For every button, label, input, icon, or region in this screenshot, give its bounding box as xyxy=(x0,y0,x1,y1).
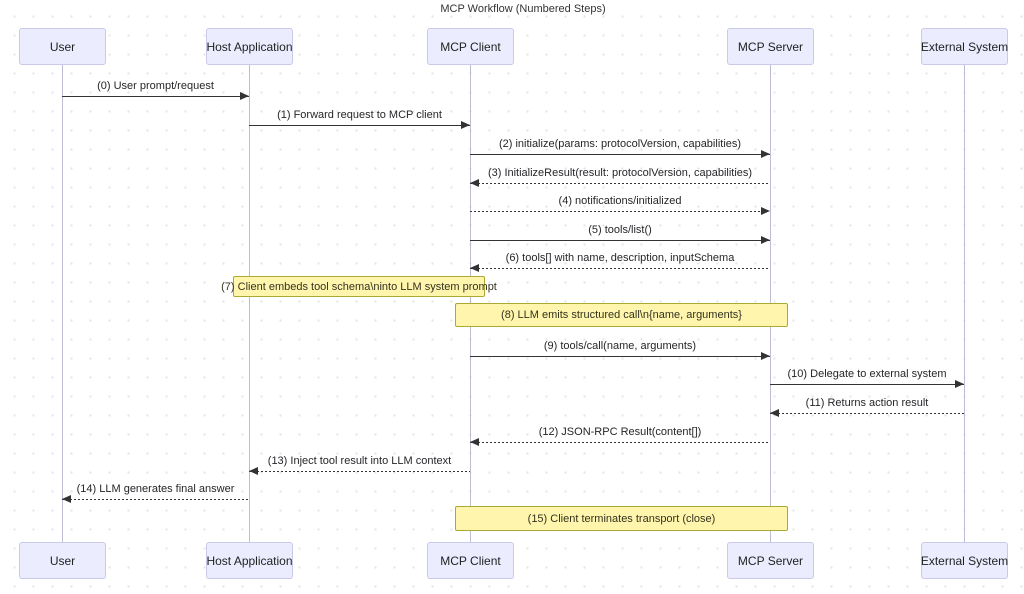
message-1-arrowhead xyxy=(461,121,470,129)
actor-top-user: User xyxy=(19,28,106,65)
message-9-label: (9) tools/call(name, arguments) xyxy=(543,340,697,352)
message-0-arrowhead xyxy=(240,92,249,100)
actor-bottom-user: User xyxy=(19,542,106,579)
lifeline-external-system xyxy=(964,65,965,542)
message-12-line xyxy=(470,442,770,443)
message-2-line xyxy=(470,154,770,155)
message-1-line xyxy=(249,125,470,126)
message-2-label: (2) initialize(params: protocolVersion, … xyxy=(498,138,742,150)
message-10-line xyxy=(770,384,964,385)
actor-bottom-external-system: External System xyxy=(921,542,1008,579)
message-4-label: (4) notifications/initialized xyxy=(558,195,682,207)
message-4-arrowhead xyxy=(761,207,770,215)
message-13-line xyxy=(249,471,470,472)
actor-bottom-host-application: Host Application xyxy=(206,542,293,579)
message-5-line xyxy=(470,240,770,241)
message-6-label: (6) tools[] with name, description, inpu… xyxy=(505,252,735,264)
actor-bottom-mcp-server: MCP Server xyxy=(727,542,814,579)
message-2-arrowhead xyxy=(761,150,770,158)
message-14-label: (14) LLM generates final answer xyxy=(76,483,235,495)
note-8: (8) LLM emits structured call\n{name, ar… xyxy=(455,303,788,327)
actor-top-mcp-client: MCP Client xyxy=(427,28,514,65)
message-11-line xyxy=(770,413,964,414)
message-12-arrowhead xyxy=(470,438,479,446)
message-12-label: (12) JSON-RPC Result(content[]) xyxy=(538,426,702,438)
message-13-arrowhead xyxy=(249,467,258,475)
message-6-arrowhead xyxy=(470,264,479,272)
note-15: (15) Client terminates transport (close) xyxy=(455,506,788,531)
message-3-arrowhead xyxy=(470,179,479,187)
message-14-arrowhead xyxy=(62,495,71,503)
message-14-line xyxy=(62,499,249,500)
message-4-line xyxy=(470,211,770,212)
message-6-line xyxy=(470,268,770,269)
message-0-line xyxy=(62,96,249,97)
note-7: (7) Client embeds tool schema\ninto LLM … xyxy=(221,276,497,297)
message-11-label: (11) Returns action result xyxy=(805,397,929,409)
message-9-arrowhead xyxy=(761,352,770,360)
message-10-label: (10) Delegate to external system xyxy=(787,368,947,380)
message-9-line xyxy=(470,356,770,357)
message-10-arrowhead xyxy=(955,380,964,388)
actor-bottom-mcp-client: MCP Client xyxy=(427,542,514,579)
lifeline-user xyxy=(62,65,63,542)
actor-top-mcp-server: MCP Server xyxy=(727,28,814,65)
message-5-label: (5) tools/list() xyxy=(588,224,652,236)
message-0-label: (0) User prompt/request xyxy=(97,80,214,92)
diagram-title: MCP Workflow (Numbered Steps) xyxy=(440,3,606,15)
message-3-label: (3) InitializeResult(result: protocolVer… xyxy=(487,167,753,179)
message-3-line xyxy=(470,183,770,184)
message-5-arrowhead xyxy=(761,236,770,244)
message-1-label: (1) Forward request to MCP client xyxy=(277,109,442,121)
actor-top-host-application: Host Application xyxy=(206,28,293,65)
message-11-arrowhead xyxy=(770,409,779,417)
message-13-label: (13) Inject tool result into LLM context xyxy=(267,455,452,467)
lifeline-host-application xyxy=(249,65,250,542)
actor-top-external-system: External System xyxy=(921,28,1008,65)
